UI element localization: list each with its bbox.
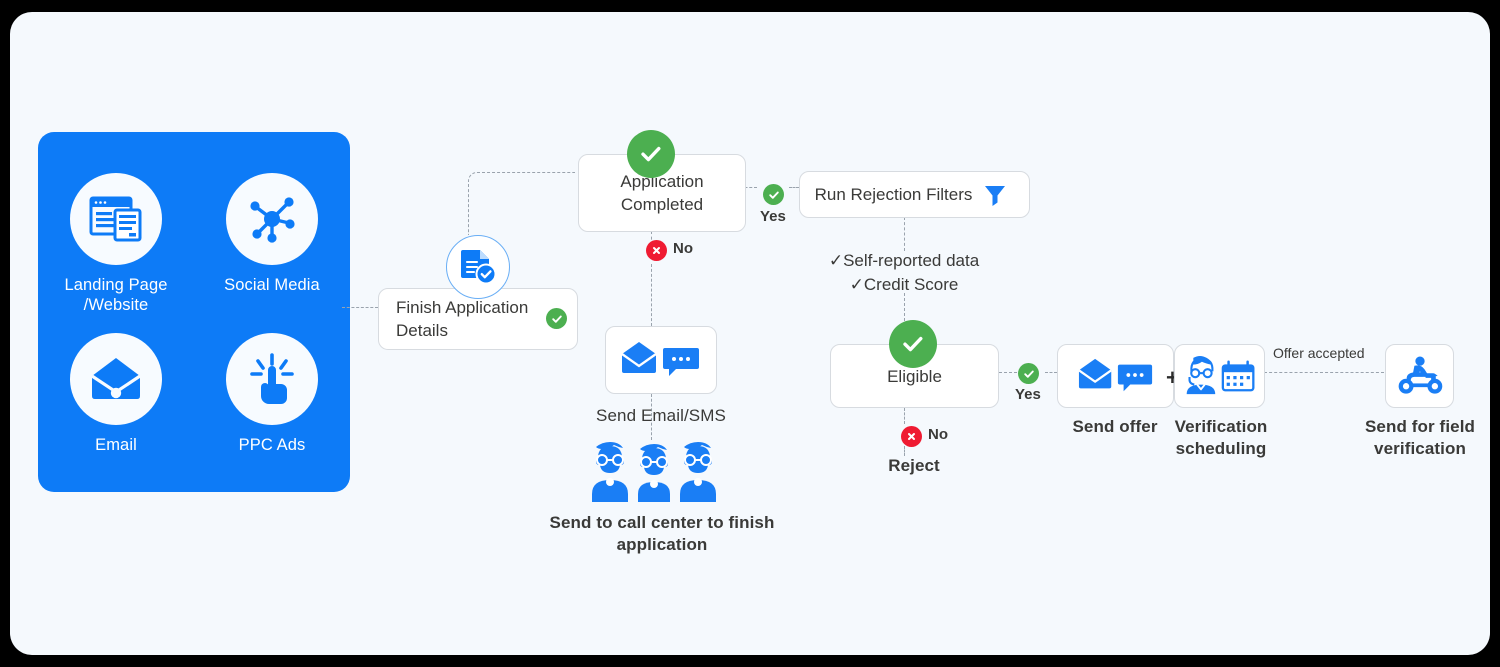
node-label: Eligible — [887, 366, 942, 386]
edge-eligible-no-b — [904, 446, 905, 456]
node-send-offer[interactable] — [1057, 344, 1174, 408]
node-label: Run Rejection Filters — [814, 185, 973, 204]
envelope-icon — [621, 342, 657, 373]
caption-verification-scheduling: Verification scheduling — [1174, 417, 1268, 458]
yes-check-badge-eligible — [1018, 363, 1039, 384]
channel-landing-page[interactable]: Landing Page/Website — [41, 173, 191, 315]
acquisition-channels-panel: Landing Page/Website Social Media — [38, 132, 350, 492]
edge-filters-down-b — [904, 293, 905, 321]
scooter-rider-icon — [1398, 356, 1442, 394]
node-run-rejection-filters[interactable]: Run Rejection Filters — [799, 171, 1030, 218]
document-check-icon — [446, 235, 510, 299]
node-reject: Reject — [888, 456, 940, 475]
edge-finish-to-completed — [468, 172, 575, 235]
channel-label: Email — [95, 436, 137, 454]
green-check-circle-eligible — [889, 320, 937, 368]
caption-send-field-verification: Send for field verification — [1364, 417, 1475, 458]
node-label: Finish Application Details — [396, 298, 529, 340]
browser-window-icon — [70, 173, 162, 265]
envelope-and-chat-icons — [621, 342, 699, 376]
edge-label-eligible-no: No — [928, 426, 948, 443]
filter-funnel-icon — [982, 182, 1008, 208]
edge-label-eligible-yes: Yes — [1015, 386, 1041, 403]
caption-send-offer: Send offer — [1072, 417, 1158, 436]
edge-eligible-no-a — [904, 408, 905, 424]
no-cross-badge-eligible — [901, 426, 922, 447]
edge-completed-yes-b — [789, 187, 799, 188]
edge-panel-to-finish — [342, 307, 378, 308]
diagram-canvas: Landing Page/Website Social Media — [10, 12, 1490, 655]
edge-label-completed-no: No — [673, 240, 693, 257]
edge-completed-no-b — [651, 264, 652, 326]
green-check-circle-completed — [627, 130, 675, 178]
caption-send-email-sms: Send Email/SMS — [596, 406, 726, 425]
edge-offer-accepted — [1264, 372, 1384, 373]
node-send-field-verification[interactable] — [1385, 344, 1454, 408]
channel-label: Landing Page/Website — [64, 276, 168, 314]
click-finger-icon — [226, 333, 318, 425]
rejection-filter-list: ✓Self-reported data ✓Credit Score — [774, 249, 1034, 297]
edge-completed-yes-a — [735, 187, 757, 188]
green-check-badge — [546, 308, 567, 329]
channel-email[interactable]: Email — [41, 333, 191, 455]
filter-item: ✓Credit Score — [774, 273, 1034, 297]
chat-bubble-icon — [1117, 364, 1152, 392]
node-verification-scheduling[interactable] — [1174, 344, 1265, 408]
caption-send-call-center: Send to call center to finish applicatio… — [549, 513, 775, 554]
calendar-icon — [1221, 360, 1254, 392]
yes-check-badge-completed — [763, 184, 784, 205]
channel-social-media[interactable]: Social Media — [197, 173, 347, 315]
edge-filters-down-a — [904, 217, 905, 251]
agent-person-icon — [1186, 356, 1215, 395]
no-cross-badge-completed — [646, 240, 667, 261]
network-nodes-icon — [226, 173, 318, 265]
envelope-and-chat-icons — [1077, 358, 1152, 392]
node-label: Application Completed — [620, 172, 704, 214]
open-envelope-icon — [70, 333, 162, 425]
edge-label-offer-accepted: Offer accepted — [1273, 345, 1365, 361]
filter-item-label: Credit Score — [863, 275, 959, 294]
chat-bubble-icon — [663, 348, 699, 376]
edge-label-completed-yes: Yes — [760, 208, 786, 225]
agent-and-calendar-icons — [1186, 356, 1254, 395]
channel-label: PPC Ads — [238, 436, 306, 454]
channel-label: Social Media — [224, 276, 320, 294]
check-glyph: ✓ — [828, 251, 844, 270]
edge-eligible-yes-b — [1045, 372, 1057, 373]
envelope-icon — [1077, 358, 1112, 389]
channel-ppc-ads[interactable]: PPC Ads — [197, 333, 347, 455]
filter-item: ✓Self-reported data — [774, 249, 1034, 273]
edge-eligible-yes-a — [999, 372, 1017, 373]
check-glyph: ✓ — [849, 275, 864, 294]
node-send-email-sms[interactable] — [605, 326, 717, 394]
filter-item-label: Self-reported data — [843, 251, 980, 270]
edge-emailsms-to-callcenter — [651, 394, 652, 440]
call-center-agents-icon — [588, 442, 716, 504]
